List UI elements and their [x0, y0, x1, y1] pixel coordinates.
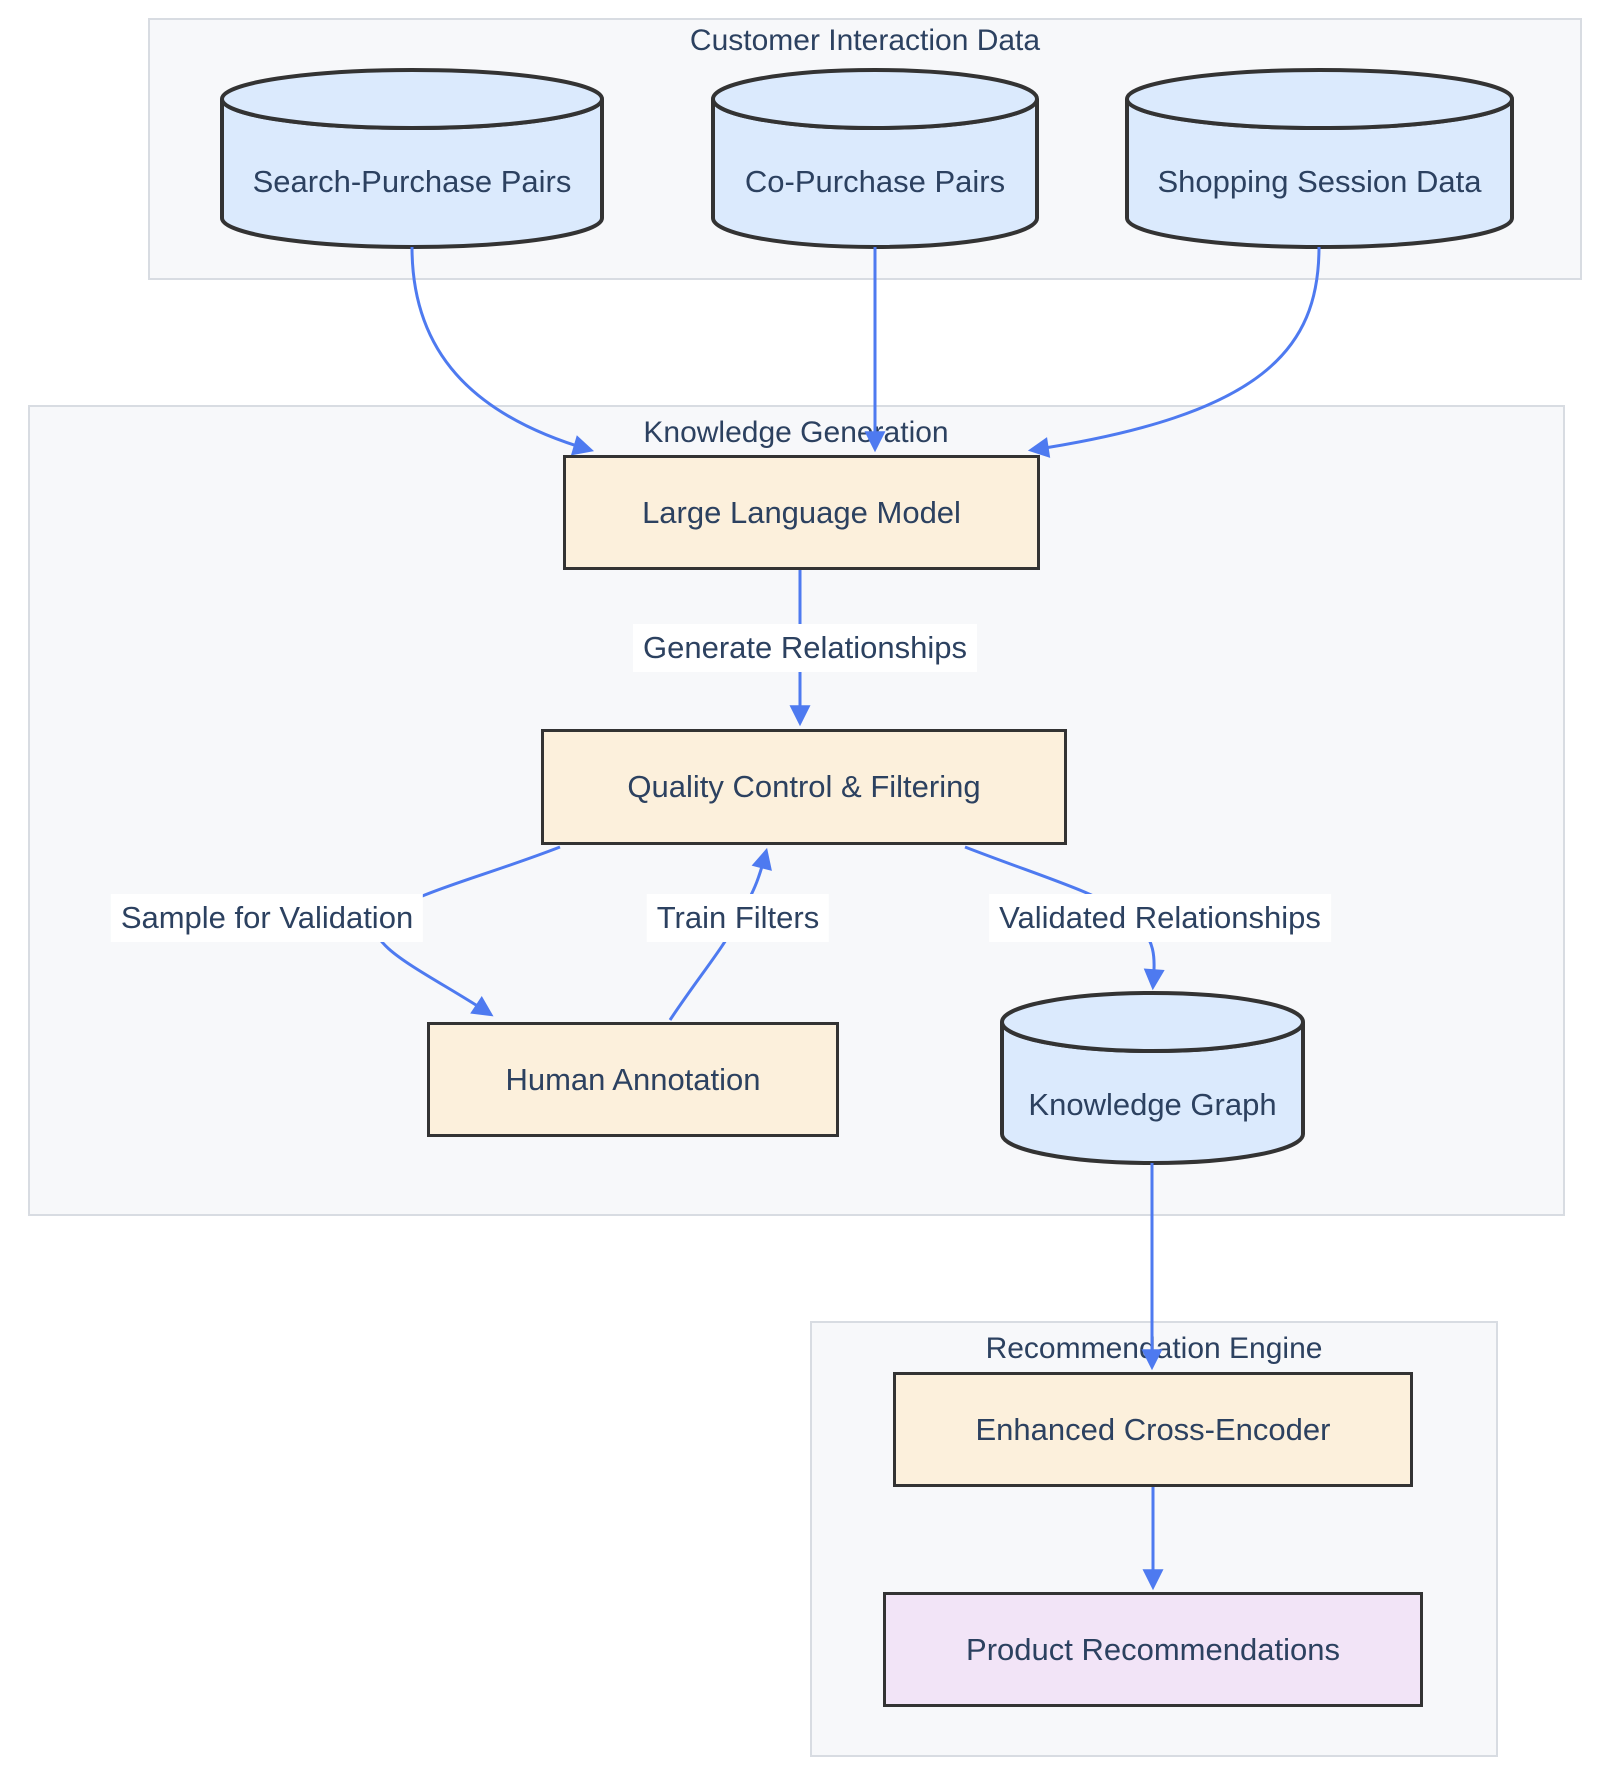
node-knowledge-graph-label: Knowledge Graph: [1028, 1087, 1277, 1122]
node-large-language-model: Large Language Model: [563, 455, 1040, 570]
node-co-purchase-pairs-label: Co-Purchase Pairs: [744, 164, 1006, 199]
edge-label-train-filters: Train Filters: [646, 894, 830, 942]
section-title-recommendation-engine: Recommendation Engine: [985, 1332, 1323, 1365]
node-product-recommendations: Product Recommendations: [883, 1592, 1423, 1707]
edge-label-sample-for-validation: Sample for Validation: [110, 894, 424, 942]
node-quality-control-filtering: Quality Control & Filtering: [541, 729, 1067, 845]
node-search-purchase-pairs-label: Search-Purchase Pairs: [252, 164, 572, 199]
edge-label-validated-relationships: Validated Relationships: [989, 894, 1331, 942]
section-title-knowledge-generation: Knowledge Generation: [643, 416, 949, 449]
section-title-customer-interaction-data: Customer Interaction Data: [689, 24, 1041, 57]
node-human-annotation: Human Annotation: [427, 1022, 839, 1137]
node-shopping-session-data-label: Shopping Session Data: [1157, 164, 1482, 199]
node-enhanced-cross-encoder: Enhanced Cross-Encoder: [893, 1372, 1413, 1487]
edge-label-generate-relationships: Generate Relationships: [633, 624, 977, 672]
